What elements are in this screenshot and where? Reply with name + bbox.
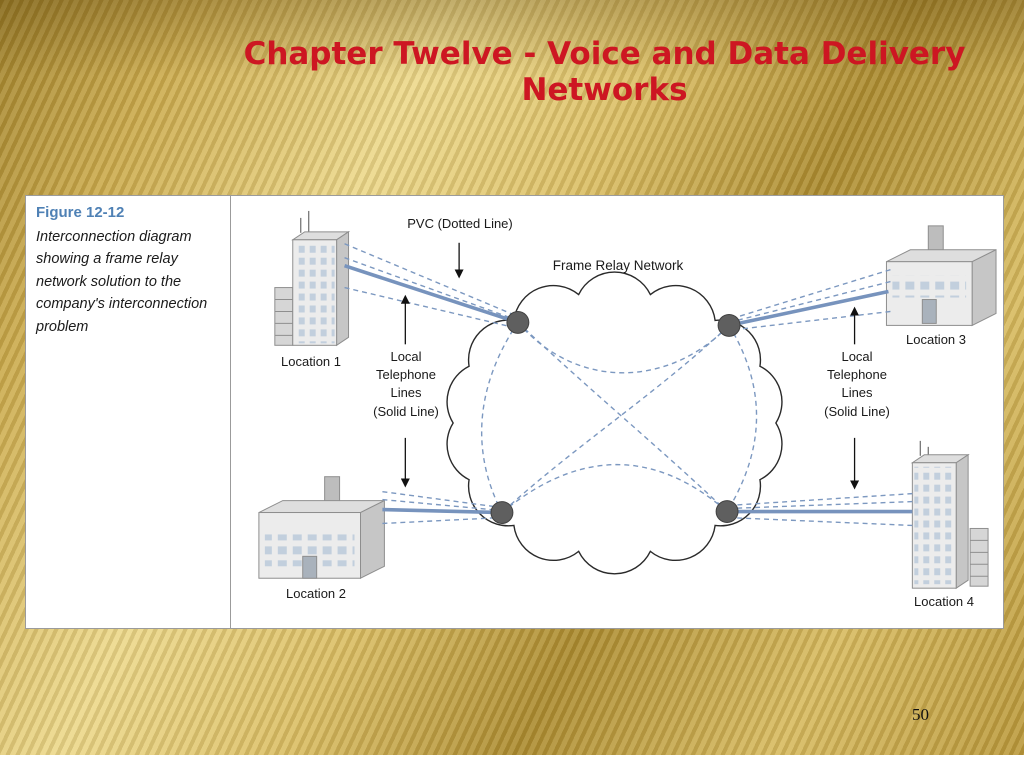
office-building-location-4-icon xyxy=(910,440,989,590)
location-1-label: Location 1 xyxy=(281,354,341,369)
pvc-line xyxy=(727,492,913,507)
label-line: Lines xyxy=(390,385,422,401)
frame-relay-network-label: Frame Relay Network xyxy=(552,258,684,273)
factory-building-location-2-icon xyxy=(258,476,385,580)
telephone-line-location-2 xyxy=(382,507,502,515)
switch-node-icon xyxy=(715,500,739,523)
label-line: (Solid Line) xyxy=(824,403,890,419)
label-line: Local xyxy=(390,349,422,364)
pvc-line xyxy=(382,490,503,509)
pvc-access-lines xyxy=(344,243,913,527)
pvc-path xyxy=(501,324,730,514)
pvc-path xyxy=(481,322,519,513)
pvc-line xyxy=(727,500,913,510)
frame-relay-cloud xyxy=(446,271,783,575)
figure-label: Figure 12-12 xyxy=(36,204,125,221)
right-telephone-lines-label: Local Telephone Lines (Solid Line) xyxy=(824,348,890,421)
pvc-line xyxy=(728,280,891,324)
pvc-line xyxy=(382,498,503,512)
bottom-white-band xyxy=(0,755,1024,768)
slide-title: Chapter Twelve - Voice and Data Delivery… xyxy=(243,36,966,108)
pvc-line xyxy=(344,286,519,330)
label-line: Telephone xyxy=(375,367,436,383)
pvc-line xyxy=(728,268,891,321)
pvc-path xyxy=(501,464,728,514)
office-building-location-1-icon xyxy=(274,210,351,347)
switch-node-icon xyxy=(490,501,514,524)
pvc-path xyxy=(726,325,758,512)
page-number: 50 xyxy=(912,705,929,724)
location-3-label: Location 3 xyxy=(906,332,966,347)
telephone-line-location-3 xyxy=(728,289,889,328)
switch-node-icon xyxy=(717,313,741,337)
local-telephone-lines xyxy=(344,263,913,515)
factory-building-location-3-icon xyxy=(885,225,997,327)
location-4-label: Location 4 xyxy=(914,594,974,609)
pvc-path xyxy=(517,321,730,374)
pvc-line xyxy=(727,516,913,527)
left-telephone-lines-label: Local Telephone Lines (Solid Line) xyxy=(373,348,439,421)
label-line: Lines xyxy=(841,385,873,401)
figure-caption-column: Figure 12-12 Interconnection diagram sho… xyxy=(26,196,231,628)
label-line: Local xyxy=(841,349,873,364)
annotation-arrows xyxy=(400,242,860,490)
frame-relay-switches xyxy=(490,310,741,524)
diagram-canvas xyxy=(258,210,997,590)
pvc-line xyxy=(344,243,519,318)
pvc-line xyxy=(728,310,891,332)
pvc-line xyxy=(344,257,519,322)
figure-panel: Figure 12-12 Interconnection diagram sho… xyxy=(25,195,1004,629)
label-line: Telephone xyxy=(826,367,887,383)
pvc-virtual-circuits xyxy=(481,321,758,514)
pvc-line xyxy=(382,516,502,525)
switch-node-icon xyxy=(506,310,530,334)
location-2-label: Location 2 xyxy=(286,586,346,601)
frame-relay-diagram: PVC (Dotted Line) Frame Relay Network Lo… xyxy=(231,196,1003,628)
figure-caption: Interconnection diagram showing a frame … xyxy=(36,229,208,335)
pvc-label: PVC (Dotted Line) xyxy=(407,216,513,231)
label-line: (Solid Line) xyxy=(373,403,439,419)
telephone-line-location-1 xyxy=(344,263,519,325)
